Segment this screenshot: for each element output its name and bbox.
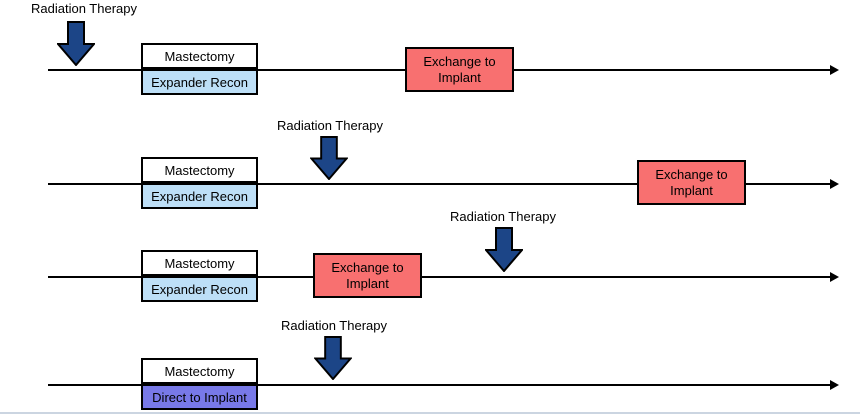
mastectomy-box: Mastectomy (141, 157, 258, 183)
exchange-to-implant-box: Exchange to Implant (405, 47, 514, 92)
exchange-to-implant-box: Exchange to Implant (637, 160, 746, 205)
radiation-arrow-down-icon (314, 336, 352, 380)
timeline-arrowhead-icon (830, 64, 839, 75)
mastectomy-box: Mastectomy (141, 250, 258, 276)
radiation-therapy-label: Radiation Therapy (31, 1, 137, 16)
mastectomy-box: Mastectomy (141, 43, 258, 69)
timeline-arrowhead-icon (830, 271, 839, 282)
event-label-line2: Implant (438, 69, 481, 85)
timeline-axis (48, 178, 839, 189)
bottom-divider (0, 412, 860, 414)
mastectomy-box: Mastectomy (141, 358, 258, 384)
radiation-therapy-label: Radiation Therapy (281, 318, 387, 333)
event-label-line2: Implant (670, 182, 713, 198)
radiation-therapy-label: Radiation Therapy (450, 209, 556, 224)
radiation-therapy-label: Radiation Therapy (277, 118, 383, 133)
event-label-line1: Exchange to (655, 166, 728, 182)
expander-recon-box: Expander Recon (141, 183, 258, 209)
timeline-arrowhead-icon (830, 379, 839, 390)
timeline-axis (48, 379, 839, 390)
event-label-line1: Exchange to (331, 259, 404, 275)
procedure-box: Mastectomy Expander Recon (141, 250, 258, 302)
expander-recon-box: Expander Recon (141, 276, 258, 302)
radiation-arrow-down-icon (485, 227, 523, 272)
procedure-box: Mastectomy Expander Recon (141, 43, 258, 95)
radiation-arrow-down-icon (57, 21, 95, 66)
procedure-box: Mastectomy Direct to Implant (141, 358, 258, 410)
exchange-to-implant-box: Exchange to Implant (313, 253, 422, 298)
direct-to-implant-box: Direct to Implant (141, 384, 258, 410)
expander-recon-box: Expander Recon (141, 69, 258, 95)
radiation-arrow-down-icon (310, 136, 348, 180)
event-label-line2: Implant (346, 275, 389, 291)
procedure-box: Mastectomy Expander Recon (141, 157, 258, 209)
timeline-arrowhead-icon (830, 178, 839, 189)
event-label-line1: Exchange to (423, 53, 496, 69)
timeline-axis (48, 271, 839, 282)
